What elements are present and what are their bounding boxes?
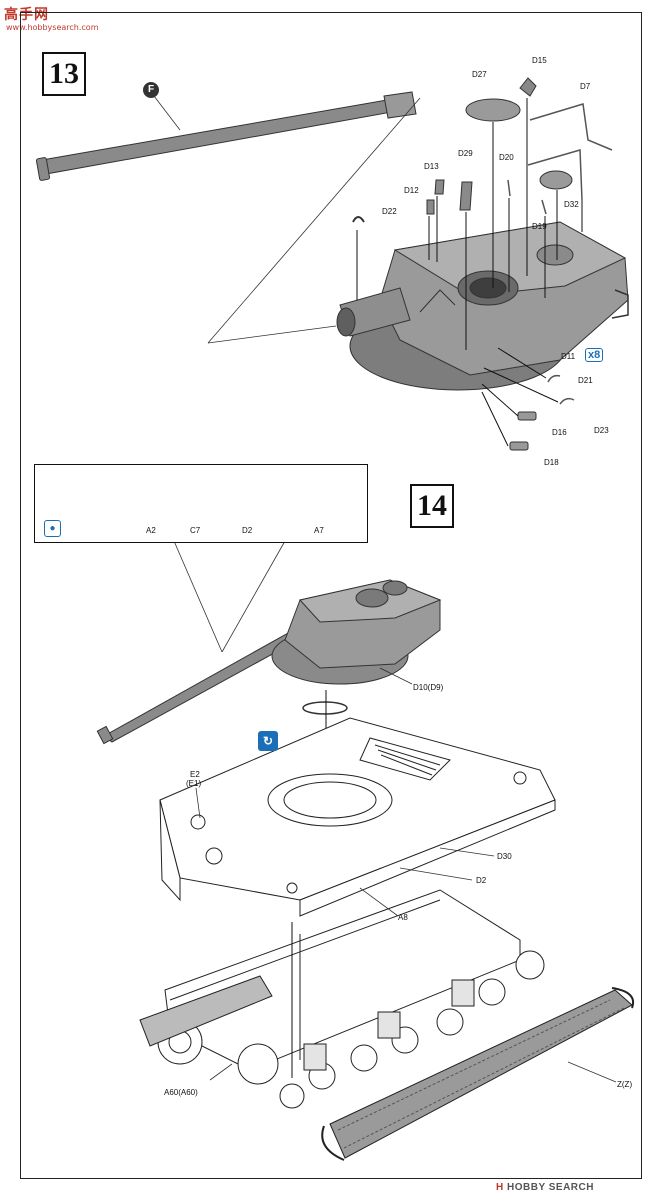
leader-d2	[399, 867, 473, 881]
label-hull-d2: D2	[476, 876, 487, 885]
label-e1: (E1)	[186, 779, 202, 788]
page-frame	[20, 12, 642, 1179]
label-d23: D23	[594, 426, 609, 435]
detail-callout-1	[173, 540, 223, 653]
part-d20	[507, 179, 511, 197]
left-track-segment	[139, 975, 273, 1047]
part-d27	[465, 98, 521, 122]
part-d22	[352, 216, 365, 223]
detail-inset-box	[34, 464, 368, 543]
qty-prefix: x	[588, 349, 595, 361]
label-d19: D19	[532, 222, 547, 231]
detail-callout-2	[221, 540, 286, 653]
projection-line-2	[207, 325, 337, 344]
part-d23	[559, 397, 575, 405]
part-d19	[541, 199, 547, 215]
part-d12	[426, 199, 435, 215]
part-d13	[434, 179, 445, 195]
leader-a8	[359, 887, 399, 917]
label-a2: A2	[146, 526, 156, 535]
part-d16	[517, 411, 537, 421]
label-d18: D18	[544, 458, 559, 467]
part-d32	[539, 170, 573, 190]
label-c7: C7	[190, 526, 201, 535]
label-d27: D27	[472, 70, 487, 79]
part-d7	[527, 103, 613, 201]
watermark-url: www.hobbysearch.com	[6, 23, 99, 32]
label-d29: D29	[458, 149, 473, 158]
footer-brand: HOBBY SEARCH	[507, 1182, 594, 1193]
label-d22: D22	[382, 207, 397, 216]
turret-step13	[336, 221, 629, 391]
step-number-13: 13	[42, 52, 86, 96]
label-d20: D20	[499, 153, 514, 162]
leader-d30	[439, 847, 495, 857]
rotate-turret-icon: ↻	[258, 731, 278, 751]
suspension-bogies	[303, 979, 475, 1071]
label-e2: E2	[190, 770, 200, 779]
label-d11: D11	[561, 352, 576, 361]
label-d12: D12	[404, 186, 419, 195]
part-d29	[459, 181, 473, 211]
watermark-logo: 高手网 www.hobbysearch.com	[4, 4, 99, 38]
sprue-f-badge: F	[143, 82, 159, 98]
gun-barrel-f	[35, 91, 417, 181]
label-d21: D21	[578, 376, 593, 385]
glue-pin-icon: ●	[44, 520, 61, 537]
footer-watermark: H HOBBY SEARCH	[496, 1182, 594, 1193]
part-d15	[519, 77, 537, 97]
step13-arrows	[356, 98, 583, 447]
label-d15: D15	[532, 56, 547, 65]
turret-step14	[96, 579, 442, 745]
label-d16: D16	[552, 428, 567, 437]
part-d18	[509, 441, 529, 451]
step-number-14: 14	[410, 484, 454, 528]
leader-f	[153, 95, 181, 131]
leader-z	[567, 1061, 617, 1083]
leader-a60	[209, 1063, 233, 1081]
label-a7: A7	[314, 526, 324, 535]
label-d10: D10(D9)	[413, 683, 444, 692]
part-d21	[547, 374, 561, 383]
label-d7: D7	[580, 82, 591, 91]
label-detail-d2: D2	[242, 526, 253, 535]
upper-hull	[159, 717, 556, 917]
label-a8: A8	[398, 913, 408, 922]
label-d32: D32	[564, 200, 579, 209]
projection-line-1	[207, 97, 421, 344]
footer-logo-mark: H	[496, 1182, 504, 1193]
track-z	[321, 987, 634, 1161]
qty-value: 8	[594, 349, 601, 361]
label-d13: D13	[424, 162, 439, 171]
quantity-badge: x8	[584, 348, 604, 362]
rotation-arrow	[302, 701, 348, 715]
label-d30: D30	[497, 852, 512, 861]
label-z: Z(Z)	[617, 1080, 633, 1089]
label-a60: A60(A60)	[164, 1088, 198, 1097]
leader-d10	[379, 667, 413, 685]
leader-e2	[195, 787, 201, 819]
watermark-brand: 高手网	[4, 7, 49, 23]
